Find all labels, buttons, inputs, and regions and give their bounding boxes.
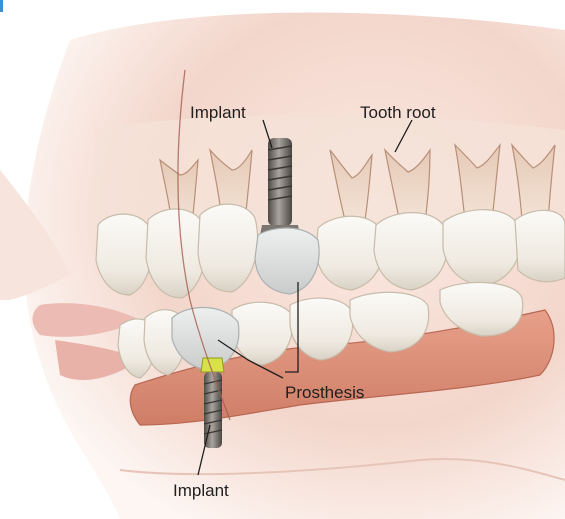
label-implant-lower: Implant (173, 482, 229, 499)
label-prosthesis: Prosthesis (285, 384, 364, 401)
edge-accent (0, 0, 3, 12)
label-implant-upper: Implant (190, 104, 246, 121)
label-tooth-root: Tooth root (360, 104, 436, 121)
